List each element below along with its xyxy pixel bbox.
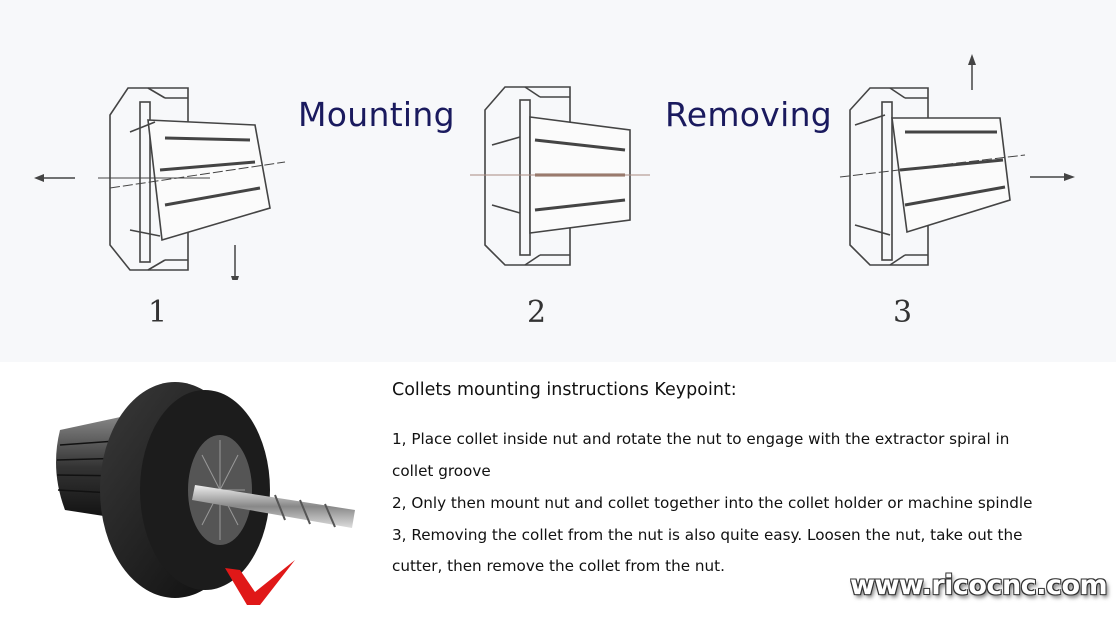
check-mark-icon: [225, 560, 295, 605]
collet-diagram-step-3: [839, 54, 1075, 266]
mounting-heading: Mounting: [298, 95, 455, 134]
collet-diagram-step-2: [470, 86, 650, 266]
removing-heading: Removing: [665, 95, 833, 134]
arrow-up-icon: [968, 54, 976, 90]
arrow-right-icon: [1030, 173, 1075, 181]
step-number-1: 1: [148, 295, 168, 330]
collet-diagram-step-1: [34, 87, 286, 280]
step-number-3: 3: [893, 295, 913, 330]
instruction-line-2: collet groove: [392, 462, 491, 480]
instruction-line-3: 2, Only then mount nut and collet togeth…: [392, 494, 1033, 512]
arrow-down-icon: [231, 245, 239, 280]
arrow-left-icon: [34, 174, 75, 182]
instruction-line-5: cutter, then remove the collet from the …: [392, 557, 725, 575]
instruction-line-1: 1, Place collet inside nut and rotate th…: [392, 430, 1010, 448]
instructions-title: Collets mounting instructions Keypoint:: [392, 380, 737, 400]
instruction-line-4: 3, Removing the collet from the nut is a…: [392, 526, 1023, 544]
collet-nut-product-image: [56, 382, 355, 605]
step-number-2: 2: [527, 295, 547, 330]
website-watermark: www.ricocnc.com: [850, 570, 1108, 601]
